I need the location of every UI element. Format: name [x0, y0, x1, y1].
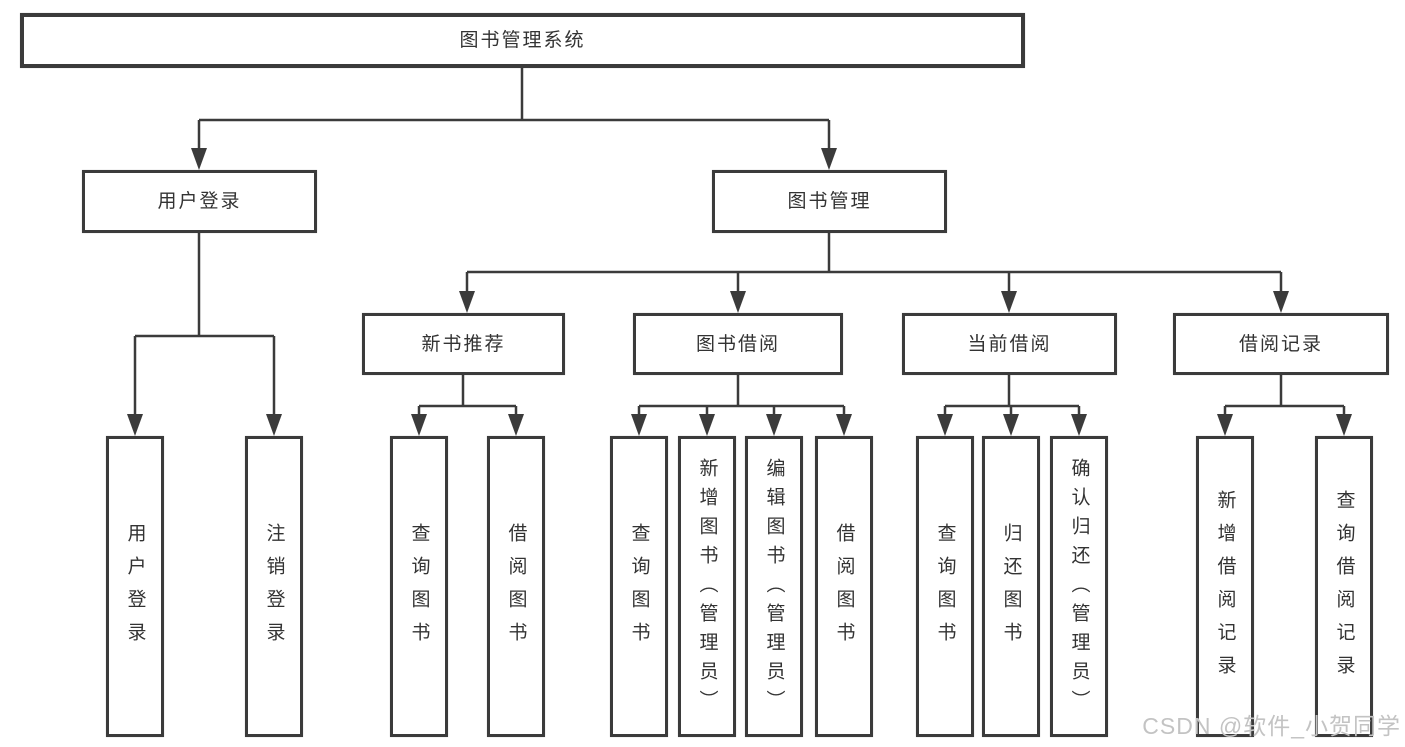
node-user-login: 用户登录	[82, 170, 317, 233]
leaf-borrow-books-newrec: 借阅图书	[487, 436, 545, 737]
node-new-book-recommend: 新书推荐	[362, 313, 565, 375]
node-borrow-records: 借阅记录	[1173, 313, 1389, 375]
leaf-add-book-admin: 新增图书（管理员）	[678, 436, 736, 737]
node-current-borrow: 当前借阅	[902, 313, 1117, 375]
leaf-query-borrow-record: 查询借阅记录	[1315, 436, 1373, 737]
leaf-user-login: 用户登录	[106, 436, 164, 737]
leaf-query-books-borrow: 查询图书	[610, 436, 668, 737]
csdn-watermark: CSDN @软件_小贺同学	[1142, 713, 1401, 739]
leaf-confirm-return-admin: 确认归还（管理员）	[1050, 436, 1108, 737]
leaf-query-books-newrec: 查询图书	[390, 436, 448, 737]
leaf-return-books: 归还图书	[982, 436, 1040, 737]
node-book-borrow: 图书借阅	[633, 313, 843, 375]
leaf-borrow-books-borrow: 借阅图书	[815, 436, 873, 737]
node-book-management: 图书管理	[712, 170, 947, 233]
leaf-logout-login: 注销登录	[245, 436, 303, 737]
leaf-query-books-current: 查询图书	[916, 436, 974, 737]
leaf-edit-book-admin: 编辑图书（管理员）	[745, 436, 803, 737]
leaf-add-borrow-record: 新增借阅记录	[1196, 436, 1254, 737]
node-root: 图书管理系统	[20, 13, 1025, 68]
